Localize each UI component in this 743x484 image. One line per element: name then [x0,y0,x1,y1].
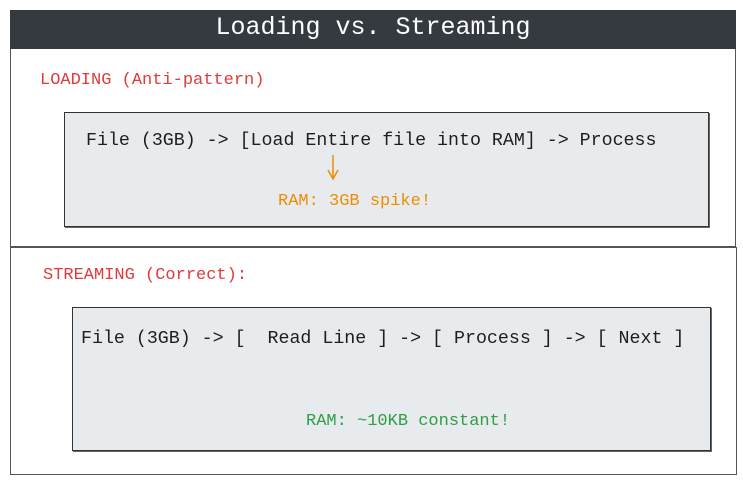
loading-panel [10,49,736,247]
streaming-ram-note: RAM: ~10KB constant! [306,412,511,431]
down-arrow-icon [327,155,339,181]
streaming-flow-text: File (3GB) -> [ Read Line ] -> [ Process… [81,329,685,349]
streaming-panel [10,247,737,475]
streaming-flow-box [72,307,711,451]
loading-flow-box [64,112,709,227]
loading-flow-text: File (3GB) -> [Load Entire file into RAM… [86,131,657,151]
loading-heading: LOADING (Anti-pattern) [40,71,265,90]
streaming-heading: STREAMING (Correct): [43,266,248,285]
loading-ram-note: RAM: 3GB spike! [278,192,432,211]
diagram-title: Loading vs. Streaming [10,10,736,49]
